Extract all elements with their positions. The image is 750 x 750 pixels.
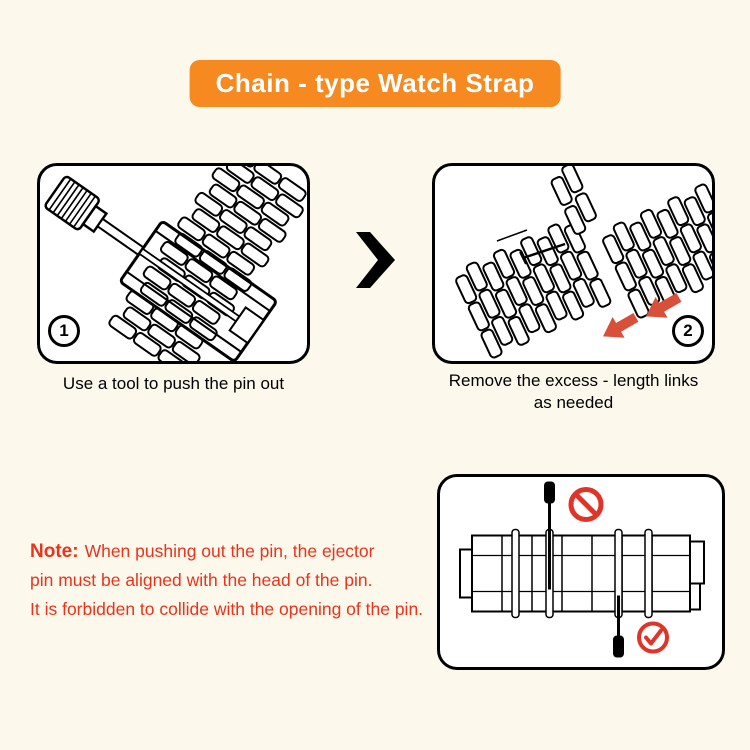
step1-number-badge: 1 <box>48 315 80 347</box>
screw-shaft <box>96 217 145 257</box>
checkmark-icon <box>637 621 669 654</box>
pin-alignment-diagram <box>459 481 705 658</box>
note-label: Note: <box>30 541 79 562</box>
title-banner: Chain - type Watch Strap <box>189 60 561 107</box>
watch-strap <box>108 166 307 361</box>
step2-caption-line2: as needed <box>533 393 614 413</box>
next-step-chevron-icon <box>356 232 395 288</box>
ejector-pin-bottom <box>613 595 624 658</box>
note-block: Note:When pushing out the pin, the eject… <box>30 537 460 624</box>
arrow-icon <box>603 313 639 338</box>
note-text: When pushing out the pin, the ejector <box>84 541 375 561</box>
note-line: It is forbidden to collide with the open… <box>30 599 424 619</box>
strap-segment-left <box>452 217 612 359</box>
page-title: Chain - type Watch Strap <box>215 68 535 98</box>
note-line: pin must be aligned with the head of the… <box>30 570 373 590</box>
step2-panel: 2 <box>432 163 715 364</box>
pin-removal-tool <box>44 175 277 361</box>
note-line: Note:When pushing out the pin, the eject… <box>30 537 460 566</box>
tool-push-pin-illustration <box>44 166 307 361</box>
bracelet-cross-section <box>459 528 705 619</box>
prohibition-icon <box>568 487 604 522</box>
pin-alignment-panel <box>437 474 725 670</box>
step1-caption: Use a tool to push the pin out <box>62 374 285 393</box>
remove-links-illustration <box>435 166 712 361</box>
step2-caption-line1: Remove the excess - length links <box>448 371 699 390</box>
step1-panel: 1 <box>37 163 310 364</box>
push-direction-arrow-icons <box>603 293 682 338</box>
ejector-pin-top <box>544 481 555 590</box>
step2-number-badge: 2 <box>672 315 704 347</box>
step2-caption: Remove the excess - length links as need… <box>432 370 715 414</box>
link-pin <box>496 229 566 265</box>
arrow-icon <box>646 293 682 318</box>
